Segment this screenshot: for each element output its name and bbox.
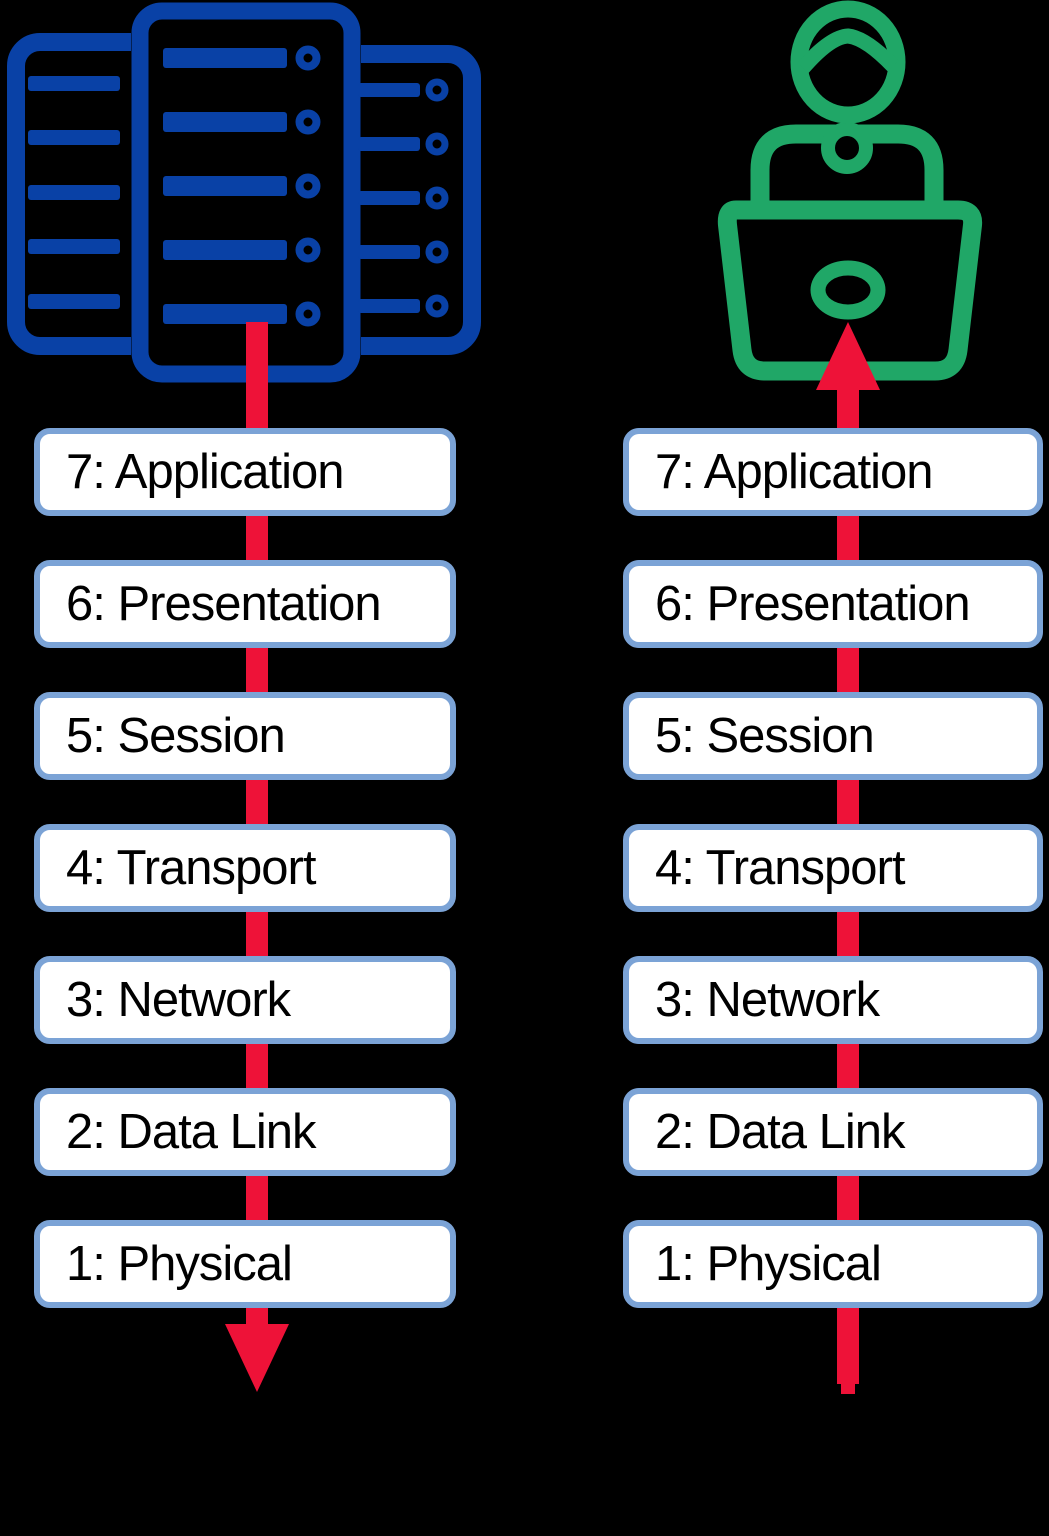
- server-center-slots: [163, 48, 287, 324]
- osi-layer-label: 4: Transport: [655, 841, 905, 895]
- osi-layer-right-transport: 4: Transport: [623, 824, 1043, 912]
- server-stack-icon: [7, 2, 481, 383]
- osi-layer-left-network: 3: Network: [34, 956, 456, 1044]
- osi-layer-label: 7: Application: [655, 445, 933, 499]
- osi-layer-left-application: 7: Application: [34, 428, 456, 516]
- osi-layer-label: 6: Presentation: [66, 577, 382, 631]
- osi-layer-left-session: 5: Session: [34, 692, 456, 780]
- server-right-slots: [358, 83, 420, 313]
- osi-layer-label: 7: Application: [66, 445, 344, 499]
- osi-layer-label: 5: Session: [655, 709, 875, 763]
- osi-layer-right-network: 3: Network: [623, 956, 1043, 1044]
- osi-layer-label: 2: Data Link: [66, 1105, 316, 1159]
- osi-layer-right-datalink: 2: Data Link: [623, 1088, 1043, 1176]
- server-center-leds: [295, 45, 321, 327]
- osi-layer-right-presentation: 6: Presentation: [623, 560, 1043, 648]
- server-right-leds: [425, 78, 449, 318]
- osi-layer-label: 3: Network: [655, 973, 880, 1027]
- osi-layer-label: 1: Physical: [655, 1237, 882, 1291]
- person-hair: [797, 28, 899, 73]
- osi-layer-right-application: 7: Application: [623, 428, 1043, 516]
- person-at-laptop-icon: [717, 0, 983, 381]
- osi-layer-label: 1: Physical: [66, 1237, 293, 1291]
- osi-layer-left-physical: 1: Physical: [34, 1220, 456, 1308]
- osi-layer-label: 4: Transport: [66, 841, 316, 895]
- osi-layer-label: 2: Data Link: [655, 1105, 905, 1159]
- laptop-logo: [810, 260, 886, 320]
- osi-layer-left-transport: 4: Transport: [34, 824, 456, 912]
- osi-layer-left-presentation: 6: Presentation: [34, 560, 456, 648]
- osi-layer-label: 3: Network: [66, 973, 291, 1027]
- laptop-lid: [717, 200, 983, 381]
- person-collar: [821, 122, 873, 174]
- osi-layer-right-physical: 1: Physical: [623, 1220, 1043, 1308]
- osi-layer-right-session: 5: Session: [623, 692, 1043, 780]
- osi-layer-label: 5: Session: [66, 709, 286, 763]
- server-left-slots: [28, 76, 120, 309]
- osi-layer-label: 6: Presentation: [655, 577, 971, 631]
- osi-layer-left-datalink: 2: Data Link: [34, 1088, 456, 1176]
